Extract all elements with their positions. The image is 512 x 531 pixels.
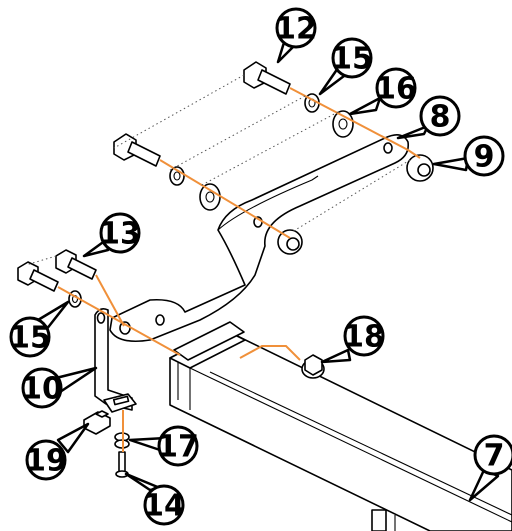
callout-18-label: 18 [343, 320, 385, 355]
callout-13-label: 13 [99, 217, 141, 252]
main-tube [169, 321, 512, 531]
callout-17-label: 17 [157, 430, 199, 465]
bolt-upper-left [113, 133, 161, 167]
callout-8-label: 8 [430, 100, 451, 135]
washers [68, 93, 354, 308]
callout-10: 10 [21, 366, 98, 409]
callout-15-left: 15 [9, 300, 70, 358]
callout-19-label: 19 [25, 444, 67, 479]
callout-16: 16 [348, 67, 417, 116]
callout-18: 18 [320, 315, 385, 364]
callout-7-label: 7 [484, 439, 505, 474]
bushings [277, 154, 434, 255]
callout-9: 9 [432, 135, 505, 177]
flange-nut [301, 354, 325, 379]
callout-19: 19 [25, 422, 90, 481]
callout-16-label: 16 [375, 72, 417, 107]
bolts [17, 61, 291, 478]
bolt-lower-2 [17, 261, 59, 292]
callout-14: 14 [124, 472, 185, 526]
callout-10-label: 10 [21, 372, 63, 407]
callout-8: 8 [396, 95, 461, 140]
callout-9-label: 9 [474, 140, 495, 175]
callout-7: 7 [468, 434, 512, 502]
bolt-lower-1 [55, 249, 97, 280]
bolt-upper-right [243, 61, 291, 95]
callout-15-left-label: 15 [9, 321, 51, 356]
callout-13: 13 [82, 212, 141, 258]
callout-12-label: 12 [275, 12, 317, 47]
construction-lines [25, 74, 411, 266]
callout-15-top-label: 15 [331, 42, 373, 77]
assembly-axes [57, 87, 421, 452]
callout-12: 12 [275, 7, 317, 64]
callout-17: 17 [128, 425, 199, 467]
callout-14-label: 14 [143, 489, 185, 524]
callout-15-top: 15 [318, 37, 373, 96]
bracket [94, 308, 137, 413]
